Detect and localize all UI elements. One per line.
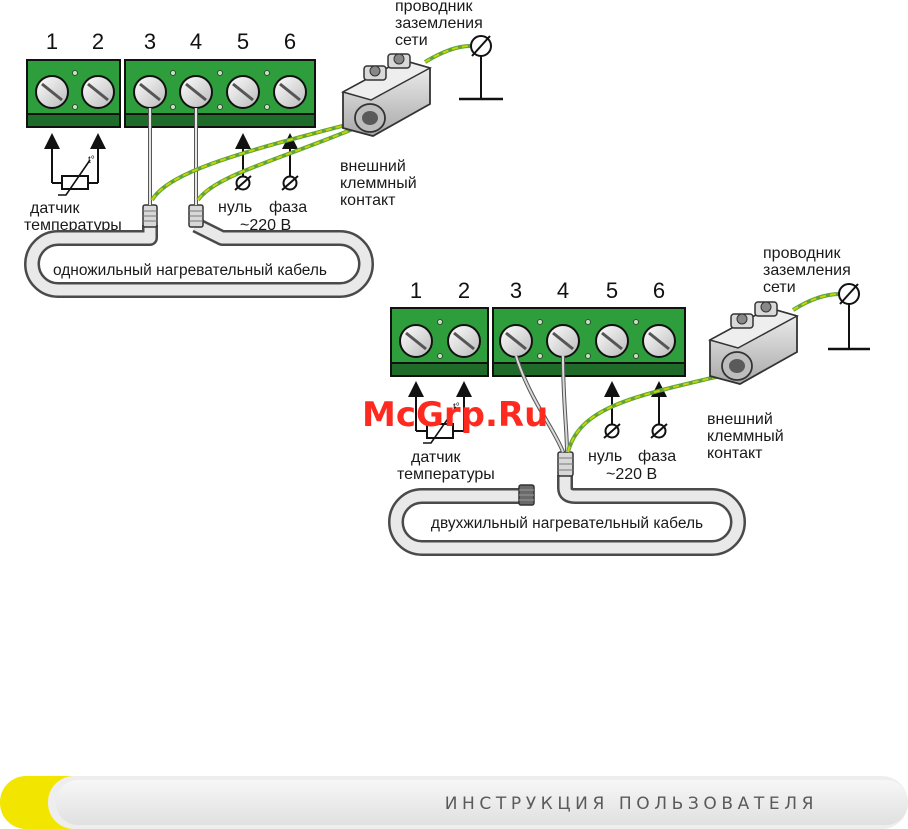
terminal-number-4: 4 [190,29,202,54]
terminal-block-sensor [26,59,121,128]
heating-cable [388,475,746,556]
neutral-label: нуль [588,448,622,465]
neutral-arrow-icon [234,133,252,191]
watermark: McGrp.Ru [362,395,548,435]
terminal-number-5: 5 [606,278,618,303]
ground-label-line2: заземления [763,262,851,279]
voltage-label: ~220 В [606,466,657,483]
terminal-number-2: 2 [92,29,104,54]
ground-label-line2: заземления [395,15,483,32]
sensor-label-line1: датчик [411,449,461,466]
footer-title: ИНСТРУКЦИЯ ПОЛЬЗОВАТЕЛЯ [445,794,818,814]
terminal-block-power [124,59,316,128]
terminal-number-5: 5 [237,29,249,54]
external-terminal-clamp-icon [708,301,799,385]
temperature-sensor-icon: t° [408,381,472,444]
phase-label: фаза [638,448,676,465]
ground-label-line1: проводник [395,0,473,15]
voltage-label: ~220 В [240,217,291,234]
terminal-number-1: 1 [410,278,422,303]
screw-icon [81,75,115,109]
ground-label-line1: проводник [763,245,841,262]
temperature-sensor-icon: t° [44,133,106,196]
screw-icon [179,75,213,109]
screw-icon [133,75,167,109]
screw-icon [447,324,481,358]
ground-terminal-icon [459,35,503,101]
terminal-number-6: 6 [653,278,665,303]
screw-icon [226,75,260,109]
external-contact-label-line1: внешний [340,158,406,175]
terminal-block-power [492,307,686,377]
screw-icon [499,324,533,358]
footer-bar: ИНСТРУКЦИЯ ПОЛЬЗОВАТЕЛЯ [0,776,908,829]
diagram-2: 1 2 3 4 5 6 [388,245,870,556]
terminal-number-3: 3 [510,278,522,303]
svg-text:t°: t° [88,155,95,166]
external-contact-label-line1: внешний [707,411,773,428]
terminal-number-6: 6 [284,29,296,54]
neutral-arrow-icon [603,381,621,439]
cable-coupling-icon [142,204,158,228]
cable-end-cap-icon [518,484,535,506]
external-contact-label-line3: контакт [340,192,396,209]
neutral-label: нуль [218,199,252,216]
cable-label: одножильный нагревательный кабель [53,262,327,279]
cable-label: двухжильный нагревательный кабель [431,515,703,532]
sensor-label-line2: температуры [24,217,122,234]
cable-coupling-icon [557,451,574,477]
ground-terminal-icon [828,283,870,351]
terminal-block-sensor [390,307,489,377]
external-contact-label-line2: клеммный [707,428,784,445]
screw-icon [546,324,580,358]
sensor-label-line2: температуры [397,466,495,483]
terminal-number-2: 2 [458,278,470,303]
screw-icon [642,324,676,358]
svg-text:t°: t° [453,402,460,413]
cable-coupling-icon [188,204,204,228]
sensor-label-line1: датчик [30,200,80,217]
screw-icon [399,324,433,358]
terminal-number-1: 1 [46,29,58,54]
heating-cable [24,217,374,298]
diagram-1: 1 2 3 4 5 6 [24,0,503,298]
external-contact-label-line3: контакт [707,445,763,462]
phase-label: фаза [269,199,307,216]
ground-label-line3: сети [763,279,796,296]
ground-label-line3: сети [395,32,428,49]
screw-icon [273,75,307,109]
screw-icon [595,324,629,358]
screw-icon [35,75,69,109]
external-contact-label-line2: клеммный [340,175,417,192]
terminal-number-4: 4 [557,278,569,303]
terminal-number-3: 3 [144,29,156,54]
external-terminal-clamp-icon [341,53,432,137]
